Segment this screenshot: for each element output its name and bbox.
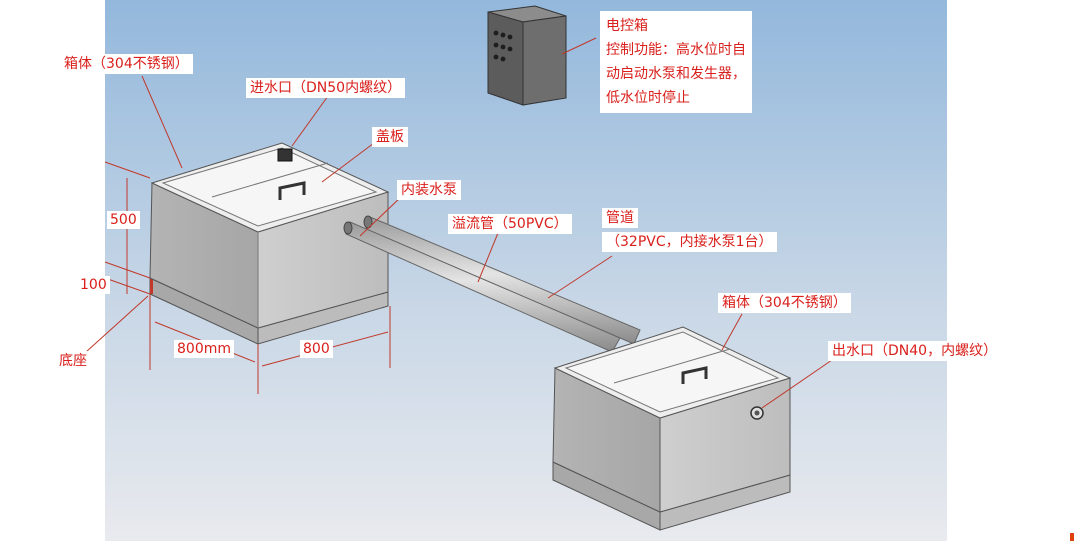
left-tank-inlet-fitting: [277, 148, 293, 162]
left-tank-base-red-strip: [150, 278, 153, 294]
dim-height-box: 500: [107, 211, 140, 229]
lower-pipe-end: [343, 221, 353, 235]
label-outlet: 出水口（DN40，内螺纹）: [828, 341, 1002, 361]
right-tank-top-cover: [564, 331, 780, 413]
label-pipe-title: 管道: [602, 208, 638, 228]
label-cover: 盖板: [372, 127, 408, 147]
label-tank-body-right: 箱体（304不锈钢）: [718, 293, 851, 313]
label-overflow-pipe: 溢流管（50PVC）: [448, 214, 572, 234]
control-box-front: [487, 11, 524, 106]
dim-height-base: 100: [77, 276, 110, 294]
control-box-title: 电控箱: [606, 18, 648, 34]
control-box-line2: 动启动水泵和发生器，: [606, 66, 746, 82]
right-tank: [552, 326, 792, 531]
left-tank-handle: [278, 181, 306, 200]
label-pipe-detail: （32PVC，内接水泵1台）: [602, 232, 777, 252]
connecting-pipes: [343, 215, 641, 353]
right-tank-handle: [681, 366, 708, 384]
label-tank-body-left: 箱体（304不锈钢）: [60, 54, 193, 74]
control-box-line3: 低水位时停止: [606, 90, 690, 106]
control-box-line1: 控制功能：高水位时自: [606, 42, 746, 58]
control-box-side: [522, 15, 567, 106]
control-box-drawing: [487, 5, 567, 106]
right-tank-cover-split: [613, 348, 731, 384]
dim-width-front: 800: [300, 340, 333, 358]
label-pump-inside: 内装水泵: [397, 180, 461, 200]
label-control-box: 电控箱 控制功能：高水位时自 动启动水泵和发生器， 低水位时停止: [600, 11, 752, 113]
corner-marker: [1070, 533, 1074, 541]
left-tank-top-cover: [161, 147, 378, 227]
label-inlet: 进水口（DN50内螺纹）: [246, 78, 406, 98]
control-box-buttons: [493, 30, 513, 62]
left-tank-cover-split: [211, 162, 329, 198]
dim-width-depth: 800mm: [174, 340, 234, 358]
right-tank-outlet-hole: [754, 410, 760, 416]
label-base: 底座: [55, 351, 91, 371]
